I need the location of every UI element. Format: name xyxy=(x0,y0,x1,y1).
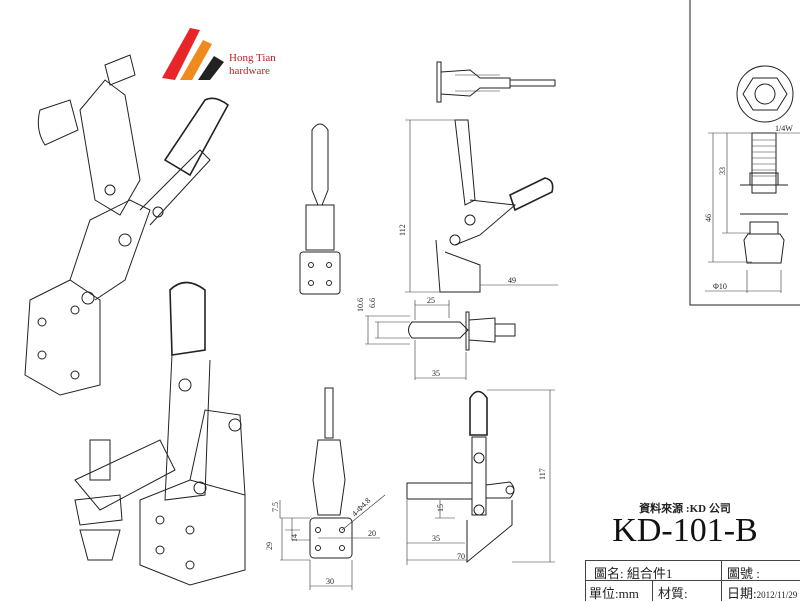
logo-line2: hardware xyxy=(229,65,270,77)
side-view-lower: 117 15 35 70 xyxy=(406,389,555,565)
side-view-upper: 112 49 xyxy=(398,119,558,293)
dim-46: 46 xyxy=(704,214,713,222)
material-label: 材質: xyxy=(658,586,688,601)
date-label: 日期: xyxy=(727,586,757,601)
dim-112: 112 xyxy=(398,224,407,236)
drawing-name: 圖名: 組合件1 xyxy=(594,566,673,581)
dim-33: 33 xyxy=(718,167,727,175)
dim-25: 25 xyxy=(427,296,435,305)
drawing-number-label: 圖號 : xyxy=(727,566,760,581)
dim-70: 70 xyxy=(457,552,465,561)
front-view-upper xyxy=(299,123,341,295)
dim-49: 49 xyxy=(508,276,516,285)
dim-35-plan: 35 xyxy=(432,369,440,378)
isometric-view-clamp-vertical xyxy=(74,281,246,586)
dim-7-5: 7.5 xyxy=(271,502,280,512)
dim-holes: 4-Φ4.8 xyxy=(350,496,372,518)
dim-6-6: 6.6 xyxy=(368,298,377,308)
dim-14: 14 xyxy=(290,534,299,542)
spindle-detail: 1/4W 33 46 Φ10 xyxy=(689,0,800,306)
data-source-label: 資料來源 :KD 公司 xyxy=(639,503,731,515)
isometric-view-clamp-open xyxy=(24,54,230,396)
drawing-code: KD-101-B xyxy=(612,512,758,549)
plan-view: 25 10.6 6.6 35 xyxy=(356,296,516,380)
dim-10-6: 10.6 xyxy=(356,298,365,312)
dim-20: 20 xyxy=(368,529,376,538)
company-logo: Hong Tian hardware xyxy=(162,28,276,80)
dim-117: 117 xyxy=(538,468,547,480)
unit-label: 單位:mm xyxy=(589,586,639,601)
dim-15: 15 xyxy=(436,504,445,512)
logo-line1: Hong Tian xyxy=(229,52,276,64)
dim-29: 29 xyxy=(265,542,274,550)
dim-30: 30 xyxy=(326,577,334,586)
dim-35-side: 35 xyxy=(432,534,440,543)
front-view-lower: 7.5 14 29 4-Φ4.8 20 30 xyxy=(265,387,386,590)
title-block-table: 圖名: 組合件1 圖號 : 單位:mm 材質: 日期:2012/11/29 xyxy=(585,560,800,601)
dim-dia10: Φ10 xyxy=(713,282,727,291)
date-value: 2012/11/29 xyxy=(756,590,798,600)
top-view-small xyxy=(436,61,556,103)
dim-thread: 1/4W xyxy=(775,124,793,133)
